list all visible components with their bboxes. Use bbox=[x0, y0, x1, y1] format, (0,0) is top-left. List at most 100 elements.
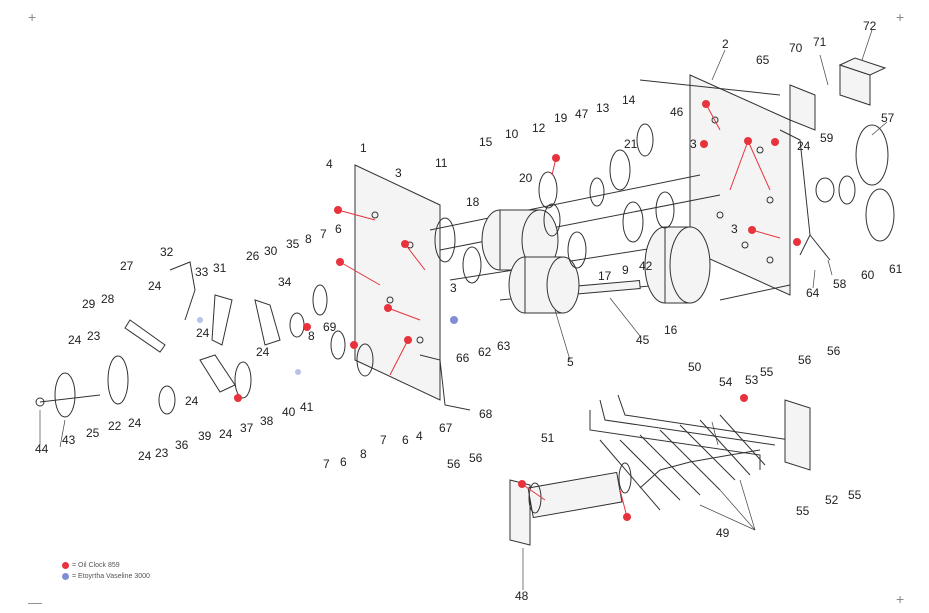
callout-label: 48 bbox=[515, 589, 529, 603]
front-frame-plate bbox=[354, 164, 441, 401]
callout-label: 64 bbox=[806, 286, 820, 300]
callout-label: 42 bbox=[639, 259, 653, 273]
callout-label: 52 bbox=[825, 493, 839, 507]
vaseline-point bbox=[450, 316, 458, 324]
callout-label: 39 bbox=[198, 429, 212, 443]
callout-label: 3 bbox=[395, 166, 402, 180]
callout-label: 24 bbox=[68, 333, 82, 347]
callout-label: 27 bbox=[120, 259, 134, 273]
callout-label: 28 bbox=[101, 292, 115, 306]
callout-label: 68 bbox=[479, 407, 493, 421]
legend-oil-label: = Oil Clock 859 bbox=[72, 562, 120, 569]
levers bbox=[124, 129, 831, 411]
callout-label: 11 bbox=[435, 156, 448, 170]
oil-dot-icon bbox=[62, 562, 69, 569]
callout-label: 61 bbox=[889, 262, 903, 276]
callout-label: 16 bbox=[664, 323, 678, 337]
rear-frame-plate bbox=[689, 74, 791, 296]
callout-labels: 1 2 3 3 3 3 4 4 5 6 6 6 7 7 7 8 8 8 9 10… bbox=[35, 19, 903, 603]
vaseline-dot-icon bbox=[62, 573, 69, 580]
callout-label: 12 bbox=[532, 121, 546, 135]
callout-label: 1 bbox=[360, 141, 367, 155]
callout-label: 9 bbox=[622, 263, 629, 277]
callout-label: 70 bbox=[789, 41, 803, 55]
callout-label: 31 bbox=[213, 261, 227, 275]
callout-label: 7 bbox=[323, 457, 330, 471]
callout-label: 6 bbox=[402, 433, 409, 447]
callout-label: 24 bbox=[138, 449, 152, 463]
callout-label: 8 bbox=[305, 232, 312, 246]
callout-label: 14 bbox=[622, 93, 636, 107]
callout-label: 8 bbox=[360, 447, 367, 461]
callout-label: 21 bbox=[624, 137, 638, 151]
callout-label: 54 bbox=[719, 375, 733, 389]
callout-label: 24 bbox=[185, 394, 199, 408]
oil-point bbox=[740, 394, 748, 402]
callout-label: 3 bbox=[690, 137, 697, 151]
drum-16 bbox=[644, 226, 711, 304]
callout-label: 62 bbox=[478, 345, 492, 359]
callout-label: 37 bbox=[240, 421, 254, 435]
callout-label: 26 bbox=[246, 249, 260, 263]
callout-label: 60 bbox=[861, 268, 875, 282]
registration-mark-top-right: + bbox=[896, 9, 905, 25]
comb-assembly bbox=[589, 394, 811, 511]
callout-label: 23 bbox=[87, 329, 101, 343]
callout-label: 49 bbox=[716, 526, 730, 540]
callout-label: 56 bbox=[447, 457, 461, 471]
callout-label: 45 bbox=[636, 333, 650, 347]
callout-label: 24 bbox=[148, 279, 162, 293]
callout-label: 69 bbox=[323, 320, 337, 334]
callout-label: 50 bbox=[688, 360, 702, 374]
callout-label: 3 bbox=[731, 222, 738, 236]
motor-unit bbox=[789, 57, 887, 131]
callout-label: 63 bbox=[497, 339, 511, 353]
callout-label: 30 bbox=[264, 244, 278, 258]
callout-label: 56 bbox=[469, 451, 483, 465]
callout-label: 20 bbox=[519, 171, 533, 185]
callout-label: 59 bbox=[820, 131, 834, 145]
callout-leaders bbox=[39, 29, 888, 590]
callout-label: 44 bbox=[35, 442, 49, 456]
callout-label: 66 bbox=[456, 351, 470, 365]
callout-label: 6 bbox=[340, 455, 347, 469]
callout-label: 2 bbox=[722, 37, 729, 51]
oil-point bbox=[234, 394, 242, 402]
callout-label: 56 bbox=[798, 353, 812, 367]
callout-label: 7 bbox=[320, 227, 327, 241]
legend-vaseline-label: = Etoyrtha Vaseline 3000 bbox=[72, 573, 150, 580]
callout-label: 43 bbox=[62, 433, 76, 447]
callout-label: 35 bbox=[286, 237, 300, 251]
callout-label: 19 bbox=[554, 111, 568, 125]
lubrication-legend: = Oil Clock 859 = Etoyrtha Vaseline 3000 bbox=[62, 560, 150, 582]
callout-label: 32 bbox=[160, 245, 174, 259]
drum-10 bbox=[481, 209, 559, 271]
callout-label: 5 bbox=[567, 355, 574, 369]
registration-mark-top-left: + bbox=[28, 9, 37, 25]
callout-label: 71 bbox=[813, 35, 827, 49]
callout-label: 24 bbox=[797, 139, 811, 153]
callout-label: 47 bbox=[575, 107, 589, 121]
callout-label: 18 bbox=[466, 195, 480, 209]
callout-label: 38 bbox=[260, 414, 274, 428]
callout-label: 55 bbox=[760, 365, 774, 379]
callout-label: 57 bbox=[881, 111, 895, 125]
callout-label: 46 bbox=[670, 105, 684, 119]
callout-label: 55 bbox=[848, 488, 862, 502]
callout-label: 23 bbox=[155, 446, 169, 460]
callout-label: 41 bbox=[300, 400, 314, 414]
oil-point bbox=[771, 138, 779, 146]
callout-label: 4 bbox=[326, 157, 333, 171]
oil-point bbox=[303, 323, 311, 331]
oil-point bbox=[700, 140, 708, 148]
callout-label: 24 bbox=[196, 326, 210, 340]
callout-label: 58 bbox=[833, 277, 847, 291]
callout-label: 67 bbox=[439, 421, 453, 435]
registration-mark-bottom-right: + bbox=[896, 591, 905, 607]
callout-label: 56 bbox=[827, 344, 841, 358]
oil-point bbox=[350, 341, 358, 349]
cylinder-assembly bbox=[509, 462, 632, 546]
vaseline-point bbox=[295, 369, 301, 375]
callout-label: 24 bbox=[256, 345, 270, 359]
callout-label: 55 bbox=[796, 504, 810, 518]
